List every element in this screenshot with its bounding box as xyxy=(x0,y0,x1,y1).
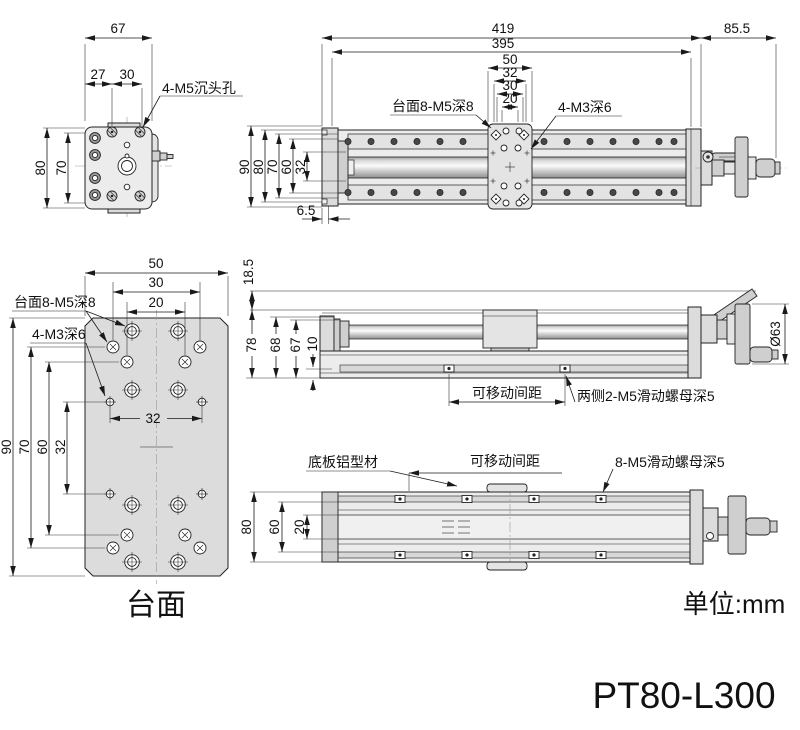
bottom-view: 80 60 20 底板铝型材 可移动间距 8-M5滑动螺母深5 xyxy=(239,453,778,571)
label-m3-holes-plan: 4-M3深6 xyxy=(32,326,86,342)
rail-hole-row-bottom xyxy=(344,189,678,196)
dim-end-offset: 6.5 xyxy=(297,203,316,218)
top-view-end-plate xyxy=(685,128,702,207)
label-slide-nuts: 8-M5滑动螺母深5 xyxy=(615,454,725,470)
dim-end-height: 80 xyxy=(33,160,48,175)
side-right-end-plate xyxy=(687,306,702,379)
dim-spacing-30: 30 xyxy=(502,78,517,93)
bottom-end-plate xyxy=(689,489,704,565)
rail-hole-row-top xyxy=(344,138,678,145)
table-m5-holes xyxy=(122,321,188,572)
label-table-holes-top: 台面8-M5深8 xyxy=(392,98,474,114)
top-view-handwheel xyxy=(695,136,786,198)
dim-table-60: 60 xyxy=(35,439,50,454)
carriage-hole-pattern xyxy=(490,127,530,207)
carriage-tab-bottom xyxy=(486,561,528,571)
bottom-slide-nuts xyxy=(394,495,607,559)
dim-spacing-32: 32 xyxy=(502,65,517,80)
handwheel-knob xyxy=(755,158,776,178)
dim-bottom-60: 60 xyxy=(267,519,282,534)
dim-table-32v: 32 xyxy=(53,439,68,454)
dim-table-70: 70 xyxy=(17,439,32,454)
label-travel-bottom: 可移动间距 xyxy=(470,453,540,469)
end-view-bolt-holes xyxy=(89,132,101,201)
dim-table-32h: 32 xyxy=(145,411,160,426)
dim-spacing-20: 20 xyxy=(502,91,517,106)
dim-height-10: 10 xyxy=(305,336,320,351)
model-number: PT80-L300 xyxy=(592,675,775,716)
dim-table-30: 30 xyxy=(148,275,163,290)
dim-body-length: 395 xyxy=(492,36,515,51)
dim-table-90: 90 xyxy=(0,439,14,454)
end-view-countersunk-holes xyxy=(106,126,146,202)
dim-handwheel-dia: Ø63 xyxy=(768,321,783,347)
top-view-left-cap xyxy=(321,127,339,207)
top-view: 419 395 85.5 50 32 30 20 90 80 70 60 32 … xyxy=(237,21,786,224)
unit-label: 单位:mm xyxy=(683,589,786,619)
table-m3-holes xyxy=(104,396,208,500)
dim-total-height: 78 xyxy=(244,337,259,352)
dim-end-width: 67 xyxy=(110,21,125,36)
side-carriage xyxy=(482,309,538,349)
bottom-handwheel xyxy=(702,495,778,555)
dim-lever-height: 18.5 xyxy=(241,259,256,285)
end-view-shaft xyxy=(151,150,174,162)
dim-width-80: 80 xyxy=(251,159,266,174)
dim-table-50: 50 xyxy=(148,256,163,271)
side-handwheel xyxy=(700,288,779,365)
handwheel-disc-side xyxy=(734,303,751,365)
dim-handwheel-length: 85.5 xyxy=(724,21,750,36)
table-view: 50 30 20 90 70 60 32 32 台面8-M5深8 4-M3深6 xyxy=(0,256,229,584)
handwheel-disc xyxy=(734,136,749,198)
label-table-holes-plan: 台面8-M5深8 xyxy=(14,294,96,310)
table-view-caption: 台面 xyxy=(126,589,186,622)
handwheel-knob-side xyxy=(749,346,773,363)
label-m3-holes-top: 4-M3深6 xyxy=(558,99,612,115)
dim-bottom-20: 20 xyxy=(292,519,307,534)
label-travel-side: 可移动间距 xyxy=(472,385,542,401)
dim-end-hole-pitch: 30 xyxy=(119,67,134,82)
side-view: 18.5 78 68 67 10 Ø63 可移动间距 两侧2-M5滑动螺母深5 xyxy=(241,259,789,406)
label-countersunk-holes: 4-M5沉头孔 xyxy=(162,80,236,96)
center-groove-dashes xyxy=(442,520,470,534)
dim-width-60: 60 xyxy=(279,159,294,174)
end-view: 67 27 30 80 70 4-M5沉头孔 xyxy=(33,21,243,218)
dim-height-68: 68 xyxy=(268,337,283,352)
dim-end-bolt-pitch: 70 xyxy=(54,160,69,175)
lead-screw xyxy=(348,324,484,340)
dim-width-70: 70 xyxy=(265,159,280,174)
label-base-plate: 底板铝型材 xyxy=(308,454,378,470)
dim-end-hole-offset: 27 xyxy=(90,67,105,82)
dim-width-32: 32 xyxy=(293,159,308,174)
label-side-nuts: 两侧2-M5滑动螺母深5 xyxy=(577,388,715,404)
dim-total-length: 419 xyxy=(492,21,515,36)
dim-width-90: 90 xyxy=(237,159,252,174)
dim-table-20: 20 xyxy=(148,295,163,310)
dim-height-67: 67 xyxy=(288,337,303,352)
table-screw-holes xyxy=(106,340,207,555)
dim-bottom-80: 80 xyxy=(239,519,254,534)
carriage-tab-top xyxy=(486,483,528,493)
dim-carriage-width: 50 xyxy=(502,52,517,67)
